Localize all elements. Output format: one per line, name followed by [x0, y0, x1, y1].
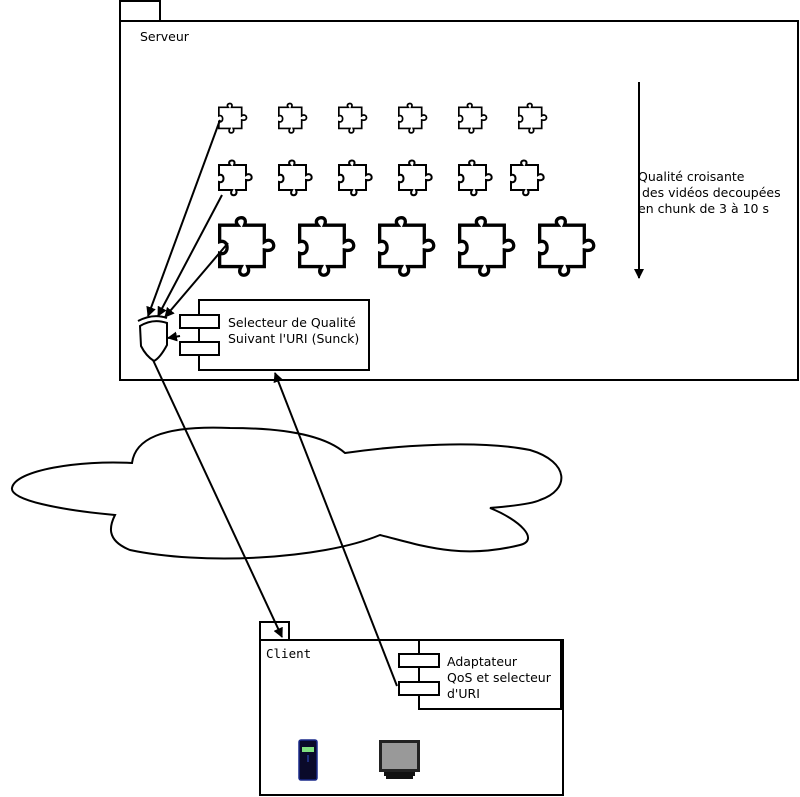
- puzzle-piece-icon: [278, 102, 308, 134]
- puzzle-piece-icon: [298, 216, 356, 277]
- puzzle-piece-icon: [398, 102, 428, 134]
- arrow-high: [164, 242, 229, 318]
- arrow-selector-gate: [167, 331, 181, 342]
- puzzle-piece-icon: [458, 159, 493, 197]
- puzzle-piece-icon: [338, 159, 373, 197]
- component-icon: [179, 314, 220, 329]
- puzzle-piece-icon: [218, 102, 248, 134]
- phone-icon: [298, 739, 318, 781]
- client-label: Client: [266, 646, 311, 661]
- puzzle-piece-icon: [278, 159, 313, 197]
- quality-note: Qualité croisante des vidéos decoupées e…: [638, 169, 785, 216]
- puzzle-piece-icon: [218, 216, 276, 277]
- svg-text:Selecteur de Qualité Sui: Selecteur de Qualité Suivant l'URI (Sunc…: [228, 315, 360, 346]
- component-icon: [398, 653, 440, 668]
- svg-text:Adaptateur QoS et select: Adaptateur QoS et selecteur d'URI: [447, 654, 555, 701]
- puzzle-piece-icon: [538, 216, 596, 277]
- monitor-icon: [379, 740, 420, 779]
- puzzle-piece-icon: [458, 102, 488, 134]
- puzzle-piece-icon: [378, 216, 436, 277]
- puzzle-piece-icon: [458, 216, 516, 277]
- puzzle-piece-icon: [338, 102, 368, 134]
- puzzle-piece-icon: [398, 159, 433, 197]
- arrow-client-to-server: [273, 372, 398, 687]
- puzzle-piece-icon: [518, 102, 548, 134]
- puzzle-piece-icon: [218, 159, 253, 197]
- arrow-low: [146, 119, 221, 317]
- quality-selector-component[interactable]: Selecteur de Qualité Suivant l'URI (Sunc…: [179, 299, 370, 371]
- arrow-server-to-client: [152, 359, 283, 638]
- puzzle-piece-icon: [510, 159, 545, 197]
- cloud-icon: [11, 426, 563, 560]
- arrow-medium: [157, 194, 223, 317]
- server-label: Serveur: [140, 29, 190, 44]
- adapter-component[interactable]: Adaptateur QoS et selecteur d'URI: [398, 639, 562, 710]
